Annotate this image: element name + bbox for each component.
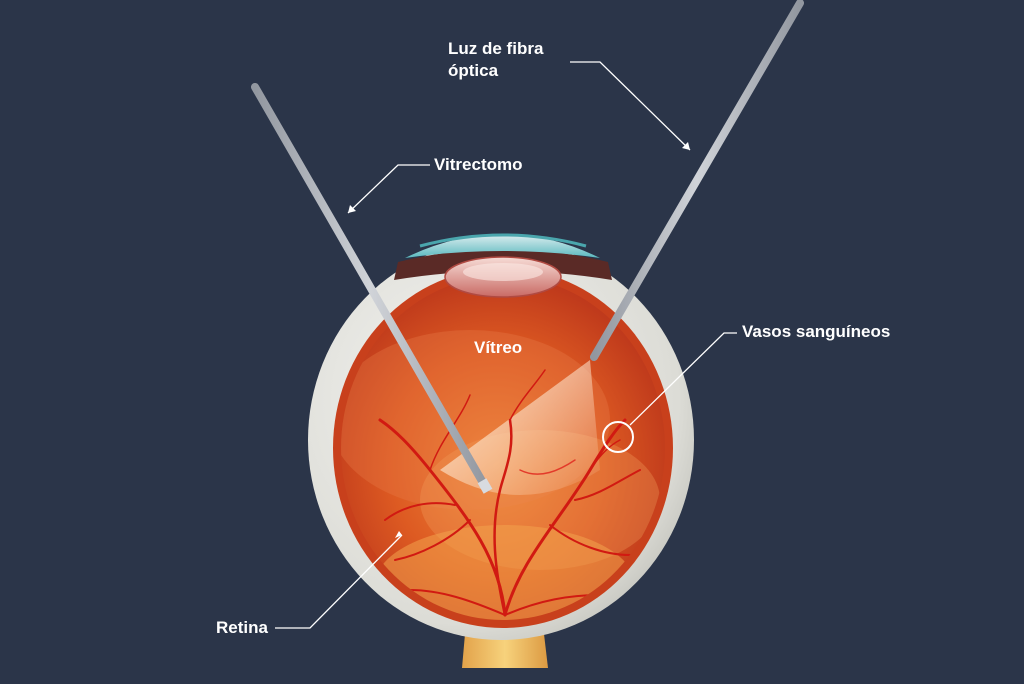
vitrectome-rod bbox=[251, 83, 490, 492]
vitrectome-shade bbox=[251, 83, 490, 492]
vitrectome-tip bbox=[477, 478, 493, 494]
fiber-optic-rod bbox=[590, 0, 804, 361]
vessel-highlight-circle bbox=[602, 421, 634, 453]
lens-highlight bbox=[463, 263, 543, 281]
fiber-optic-shade bbox=[590, 0, 804, 361]
label-fiber-optic-light: Luz de fibra óptica bbox=[448, 38, 568, 82]
label-vitrectome: Vitrectomo bbox=[434, 155, 523, 174]
light-beam bbox=[440, 360, 600, 495]
leader-blood-vessels bbox=[629, 332, 737, 426]
leader-retina bbox=[275, 534, 403, 629]
leader-fiber-optic bbox=[570, 61, 691, 151]
leader-lines bbox=[275, 61, 737, 629]
label-retina: Retina bbox=[216, 618, 268, 637]
label-blood-vessels: Vasos sanguíneos bbox=[742, 322, 891, 341]
cornea-edge bbox=[419, 233, 587, 248]
label-fiber-optic-line1: Luz de fibra bbox=[448, 39, 544, 58]
leader-vitrectome bbox=[347, 164, 430, 214]
leader-arrowheads bbox=[348, 142, 690, 538]
label-vitreous: Vítreo bbox=[474, 338, 523, 357]
label-fiber-optic-line2: óptica bbox=[448, 61, 499, 80]
